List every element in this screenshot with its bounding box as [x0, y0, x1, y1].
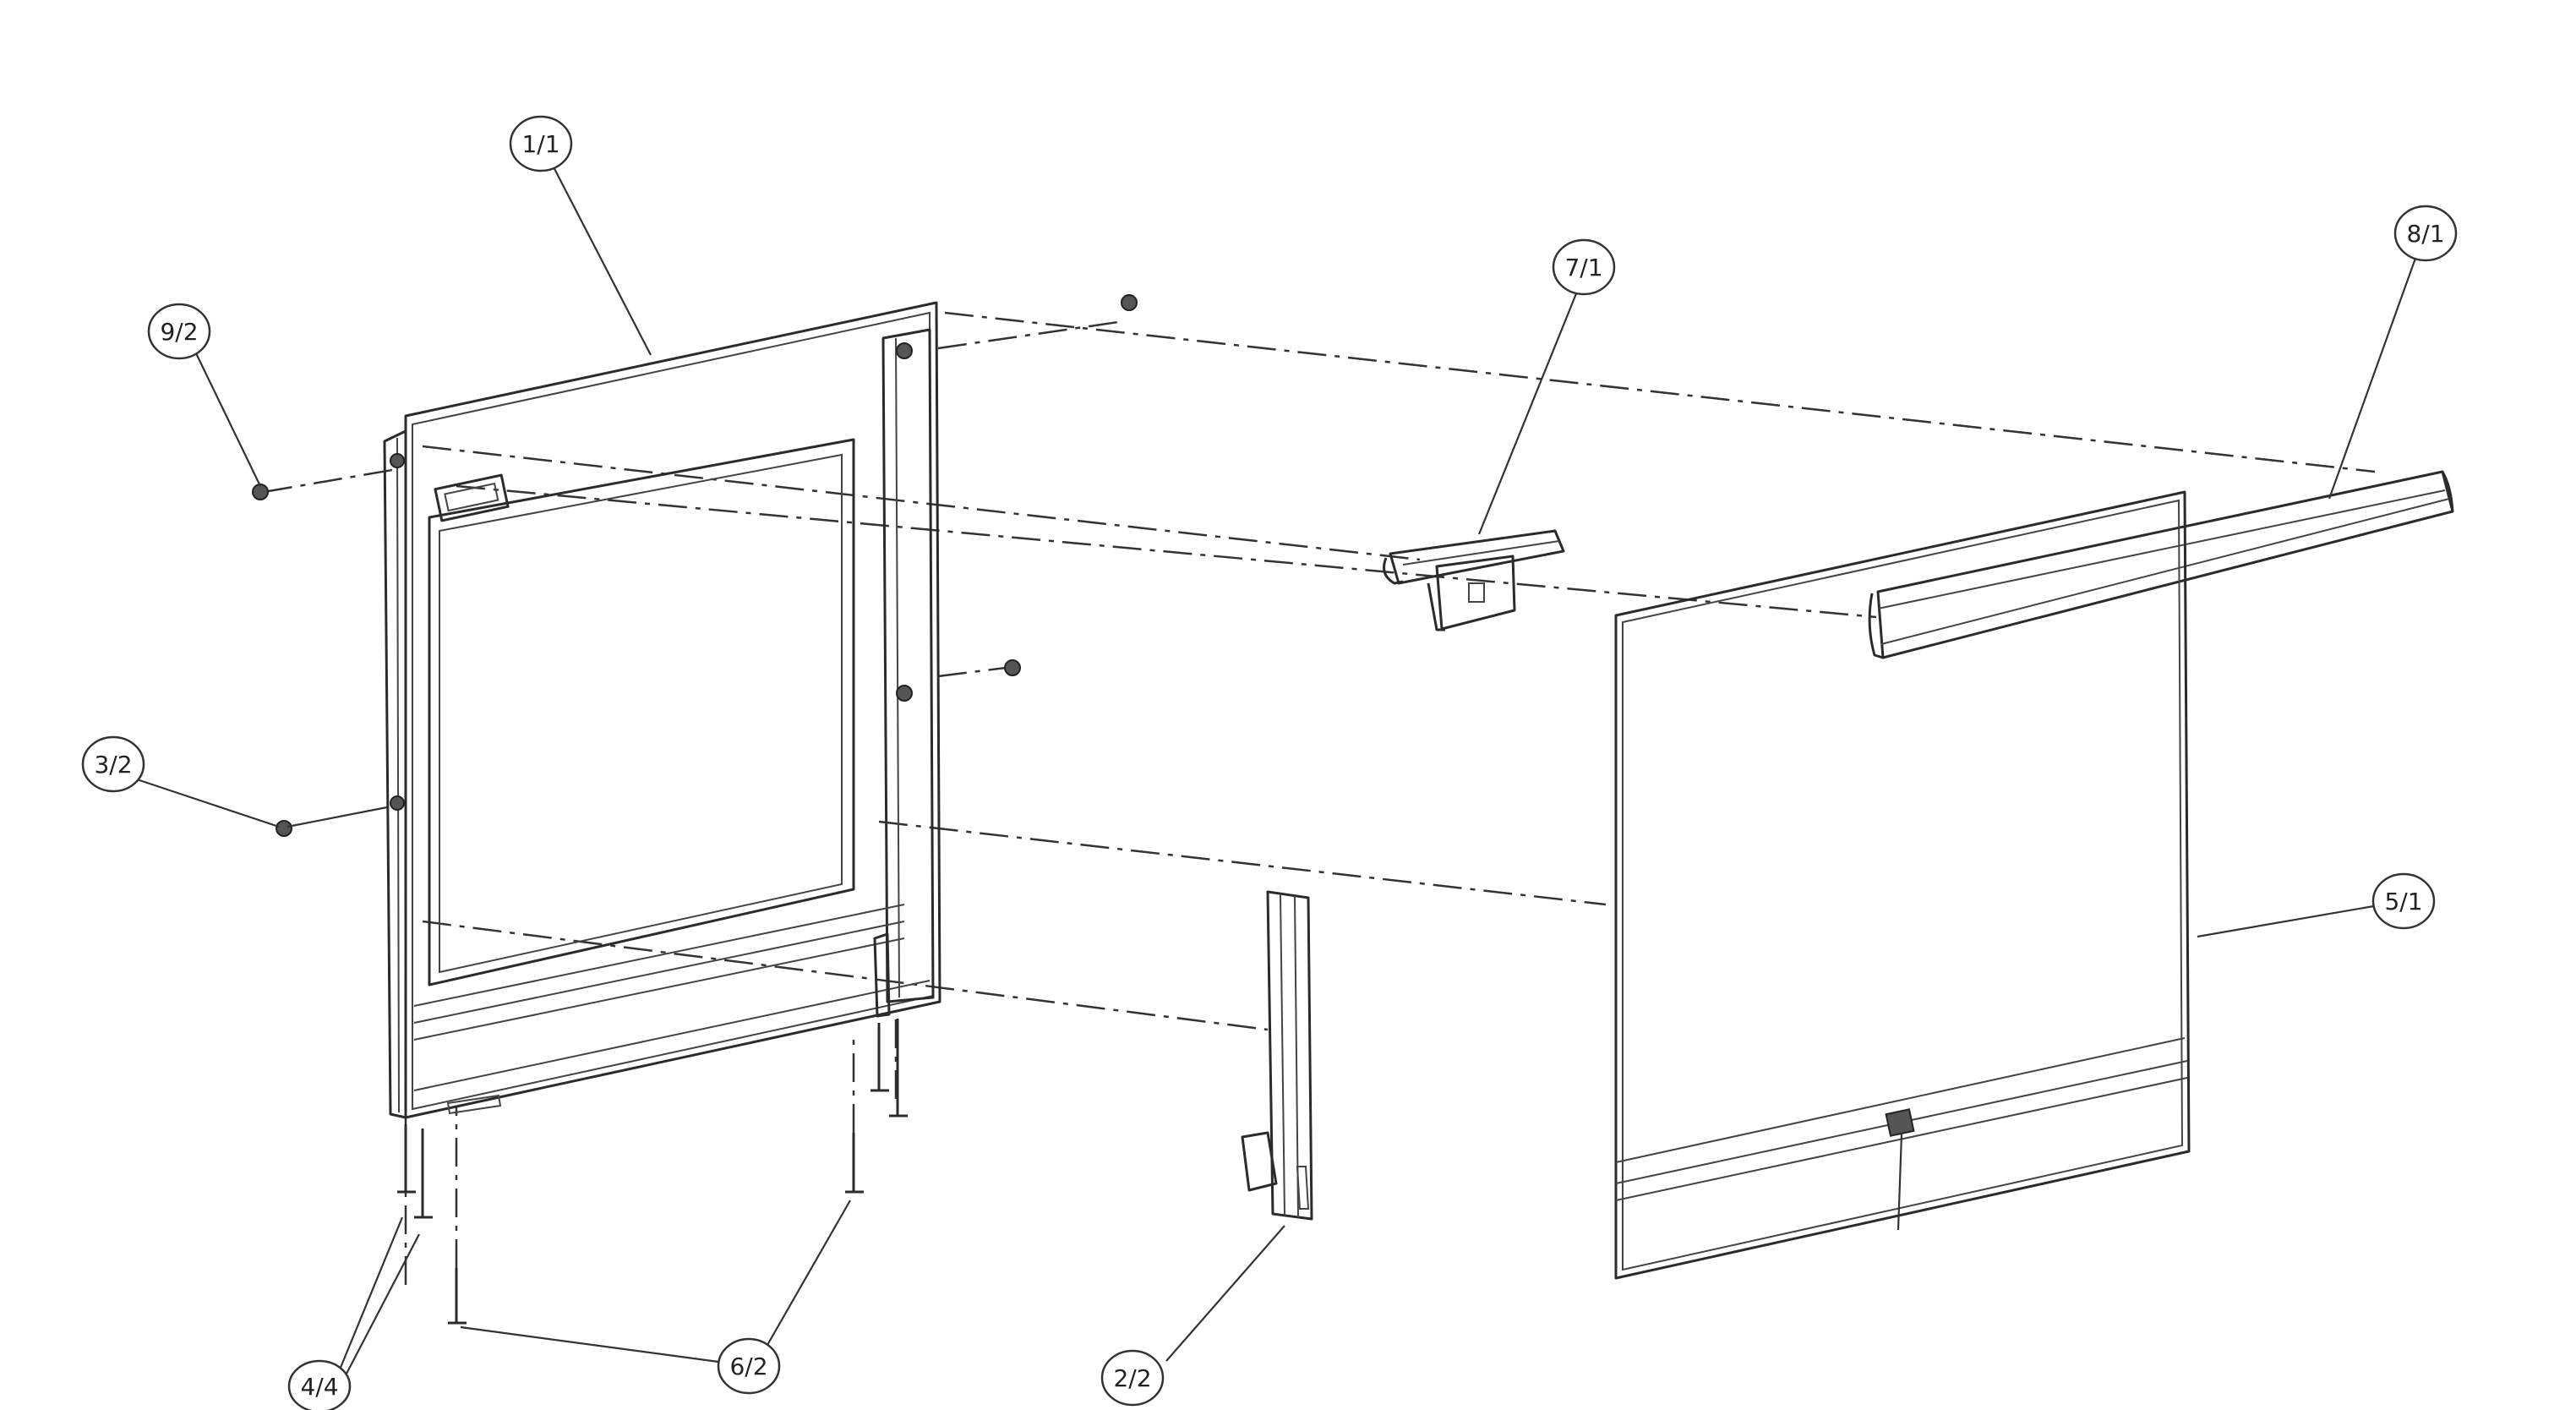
screw-4-4-a — [397, 1124, 416, 1194]
callout-label: 6/2 — [729, 1353, 767, 1380]
outer-door-panel-part — [1614, 490, 2191, 1280]
callout-label: 5/1 — [2384, 888, 2422, 915]
handle-part — [1868, 470, 2454, 659]
screw-4-4-b — [414, 1129, 433, 1219]
callout-5-1: 5/1 — [2371, 872, 2436, 930]
leader-lines — [131, 158, 2419, 1374]
screw-top — [1121, 294, 1138, 311]
callout-label: 1/1 — [521, 130, 559, 158]
callout-6-2: 6/2 — [717, 1337, 781, 1395]
door-frame-part — [383, 301, 941, 1119]
screw-right — [1004, 659, 1021, 676]
callout-4-4: 4/4 — [287, 1359, 352, 1410]
callout-label: 3/2 — [94, 751, 132, 779]
hinge-part — [1383, 529, 1565, 631]
screw-6-2-b — [889, 1019, 908, 1118]
callout-7-1: 7/1 — [1552, 238, 1616, 296]
callout-9-2: 9/2 — [147, 303, 211, 360]
screw-9-2 — [252, 484, 269, 500]
callout-label: 7/1 — [1564, 254, 1602, 281]
screw-6-2-a — [870, 1023, 889, 1092]
hardware — [252, 294, 1138, 1325]
callout-label: 9/2 — [160, 318, 198, 346]
assembly-lines — [263, 311, 2376, 1319]
callout-label: 4/4 — [300, 1373, 338, 1401]
screw-6-2-d — [448, 1268, 467, 1325]
screw-3-2 — [276, 820, 292, 837]
callout-1-1: 1/1 — [509, 115, 573, 172]
callout-8-1: 8/1 — [2393, 205, 2458, 262]
side-bracket-part — [1241, 890, 1313, 1221]
callout-2-2: 2/2 — [1100, 1349, 1165, 1407]
callout-3-2: 3/2 — [81, 735, 145, 793]
callout-label: 2/2 — [1113, 1364, 1151, 1392]
screw-6-2-c — [845, 1133, 864, 1194]
callout-label: 8/1 — [2406, 220, 2444, 248]
